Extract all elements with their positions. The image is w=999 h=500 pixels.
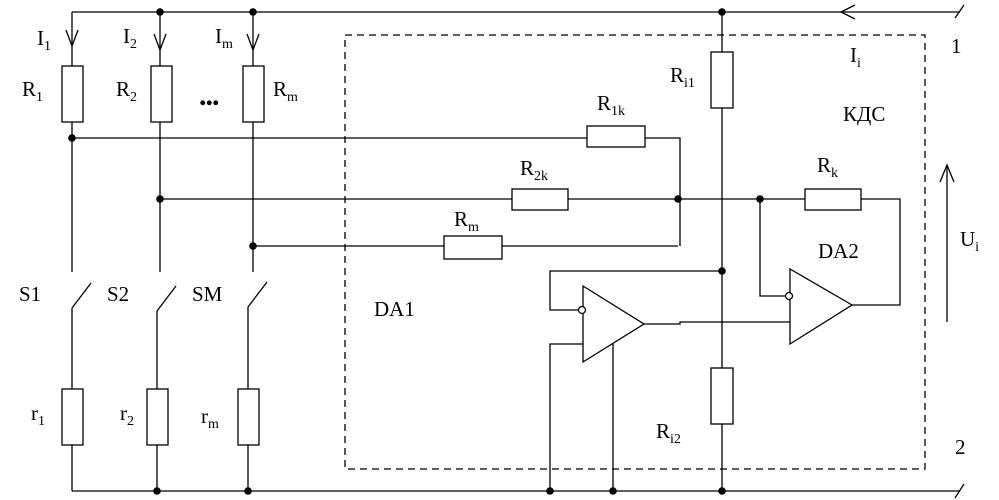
label-rm: Rm [273,77,298,105]
da1-input-minus [549,270,722,311]
junction-dot [546,487,554,495]
junction-dot [156,8,164,16]
ellipsis: ... [199,79,219,112]
junction-dot [156,195,164,203]
junction-dot [249,242,257,250]
junction-dot [718,267,726,275]
label-r2: R2 [116,77,137,105]
op-amp-da2 [789,267,854,346]
label-i2: I2 [123,24,137,52]
da1-output [644,321,790,325]
junction-dot [718,487,726,495]
junction-dot [153,487,161,495]
resistor-r2 [150,65,173,123]
resistor-r1 [61,65,84,123]
junction-dot [68,134,76,142]
junction-dot [718,8,726,16]
top-arrow [839,4,856,20]
da2-inverting-mark [784,291,794,301]
label-kds: КДС [843,102,885,126]
label-rm-small: rm [201,404,219,432]
label-rm-feedback: Rm [454,207,479,235]
resistor-rm-feedback [443,235,503,260]
resistor-ri1 [710,51,734,109]
label-ii: Ii [850,43,861,71]
da1-input-plus [549,343,583,491]
arrow-i2 [153,33,167,52]
terminal-1-label: 1 [951,34,962,58]
resistor-rk [804,188,862,211]
resistor-r2k [511,188,569,211]
junction-dot [249,8,257,16]
switch-s1-blade [71,282,92,309]
label-r1: R1 [22,77,43,105]
resistor-r2-small [146,388,169,446]
junction-dot [609,487,617,495]
label-r1k: R1k [597,91,625,119]
label-ri2: Ri2 [656,419,681,447]
ui-arrow-head [939,163,955,183]
label-r2k: R2k [520,156,548,184]
op-amp-da1 [582,284,646,364]
label-s1: S1 [19,282,41,306]
da2-input-minus [759,199,785,297]
label-sm: SM [192,282,223,306]
da1-inverting-mark [577,305,587,315]
terminal-1-mark [954,4,965,19]
label-s2: S2 [107,282,129,306]
label-da1: DA1 [374,297,415,321]
label-rk: Rk [817,153,838,181]
switch-sm-blade [247,281,268,308]
label-r1-small: r1 [31,401,45,429]
junction-dot [244,487,252,495]
junction-dot [674,195,682,203]
resistor-rm [242,65,265,123]
junction-dot [756,195,764,203]
label-ri1: Ri1 [670,63,695,91]
label-ui: Ui [960,227,979,255]
resistor-rm-small [237,388,260,446]
label-r2-small: r2 [120,401,134,429]
label-i1: I1 [37,26,51,54]
kds-block-border [344,34,926,470]
switch-s2-blade [156,285,177,312]
resistor-r1k [586,125,646,148]
terminal-2-label: 2 [955,435,966,459]
arrow-im [246,33,260,52]
resistor-r1-small [61,388,84,446]
arrow-i1 [65,29,79,48]
r1k-line [72,137,681,246]
terminal-2-mark [954,483,965,499]
label-im: Im [215,24,233,52]
resistor-ri2 [710,367,734,425]
label-da2: DA2 [818,239,859,263]
